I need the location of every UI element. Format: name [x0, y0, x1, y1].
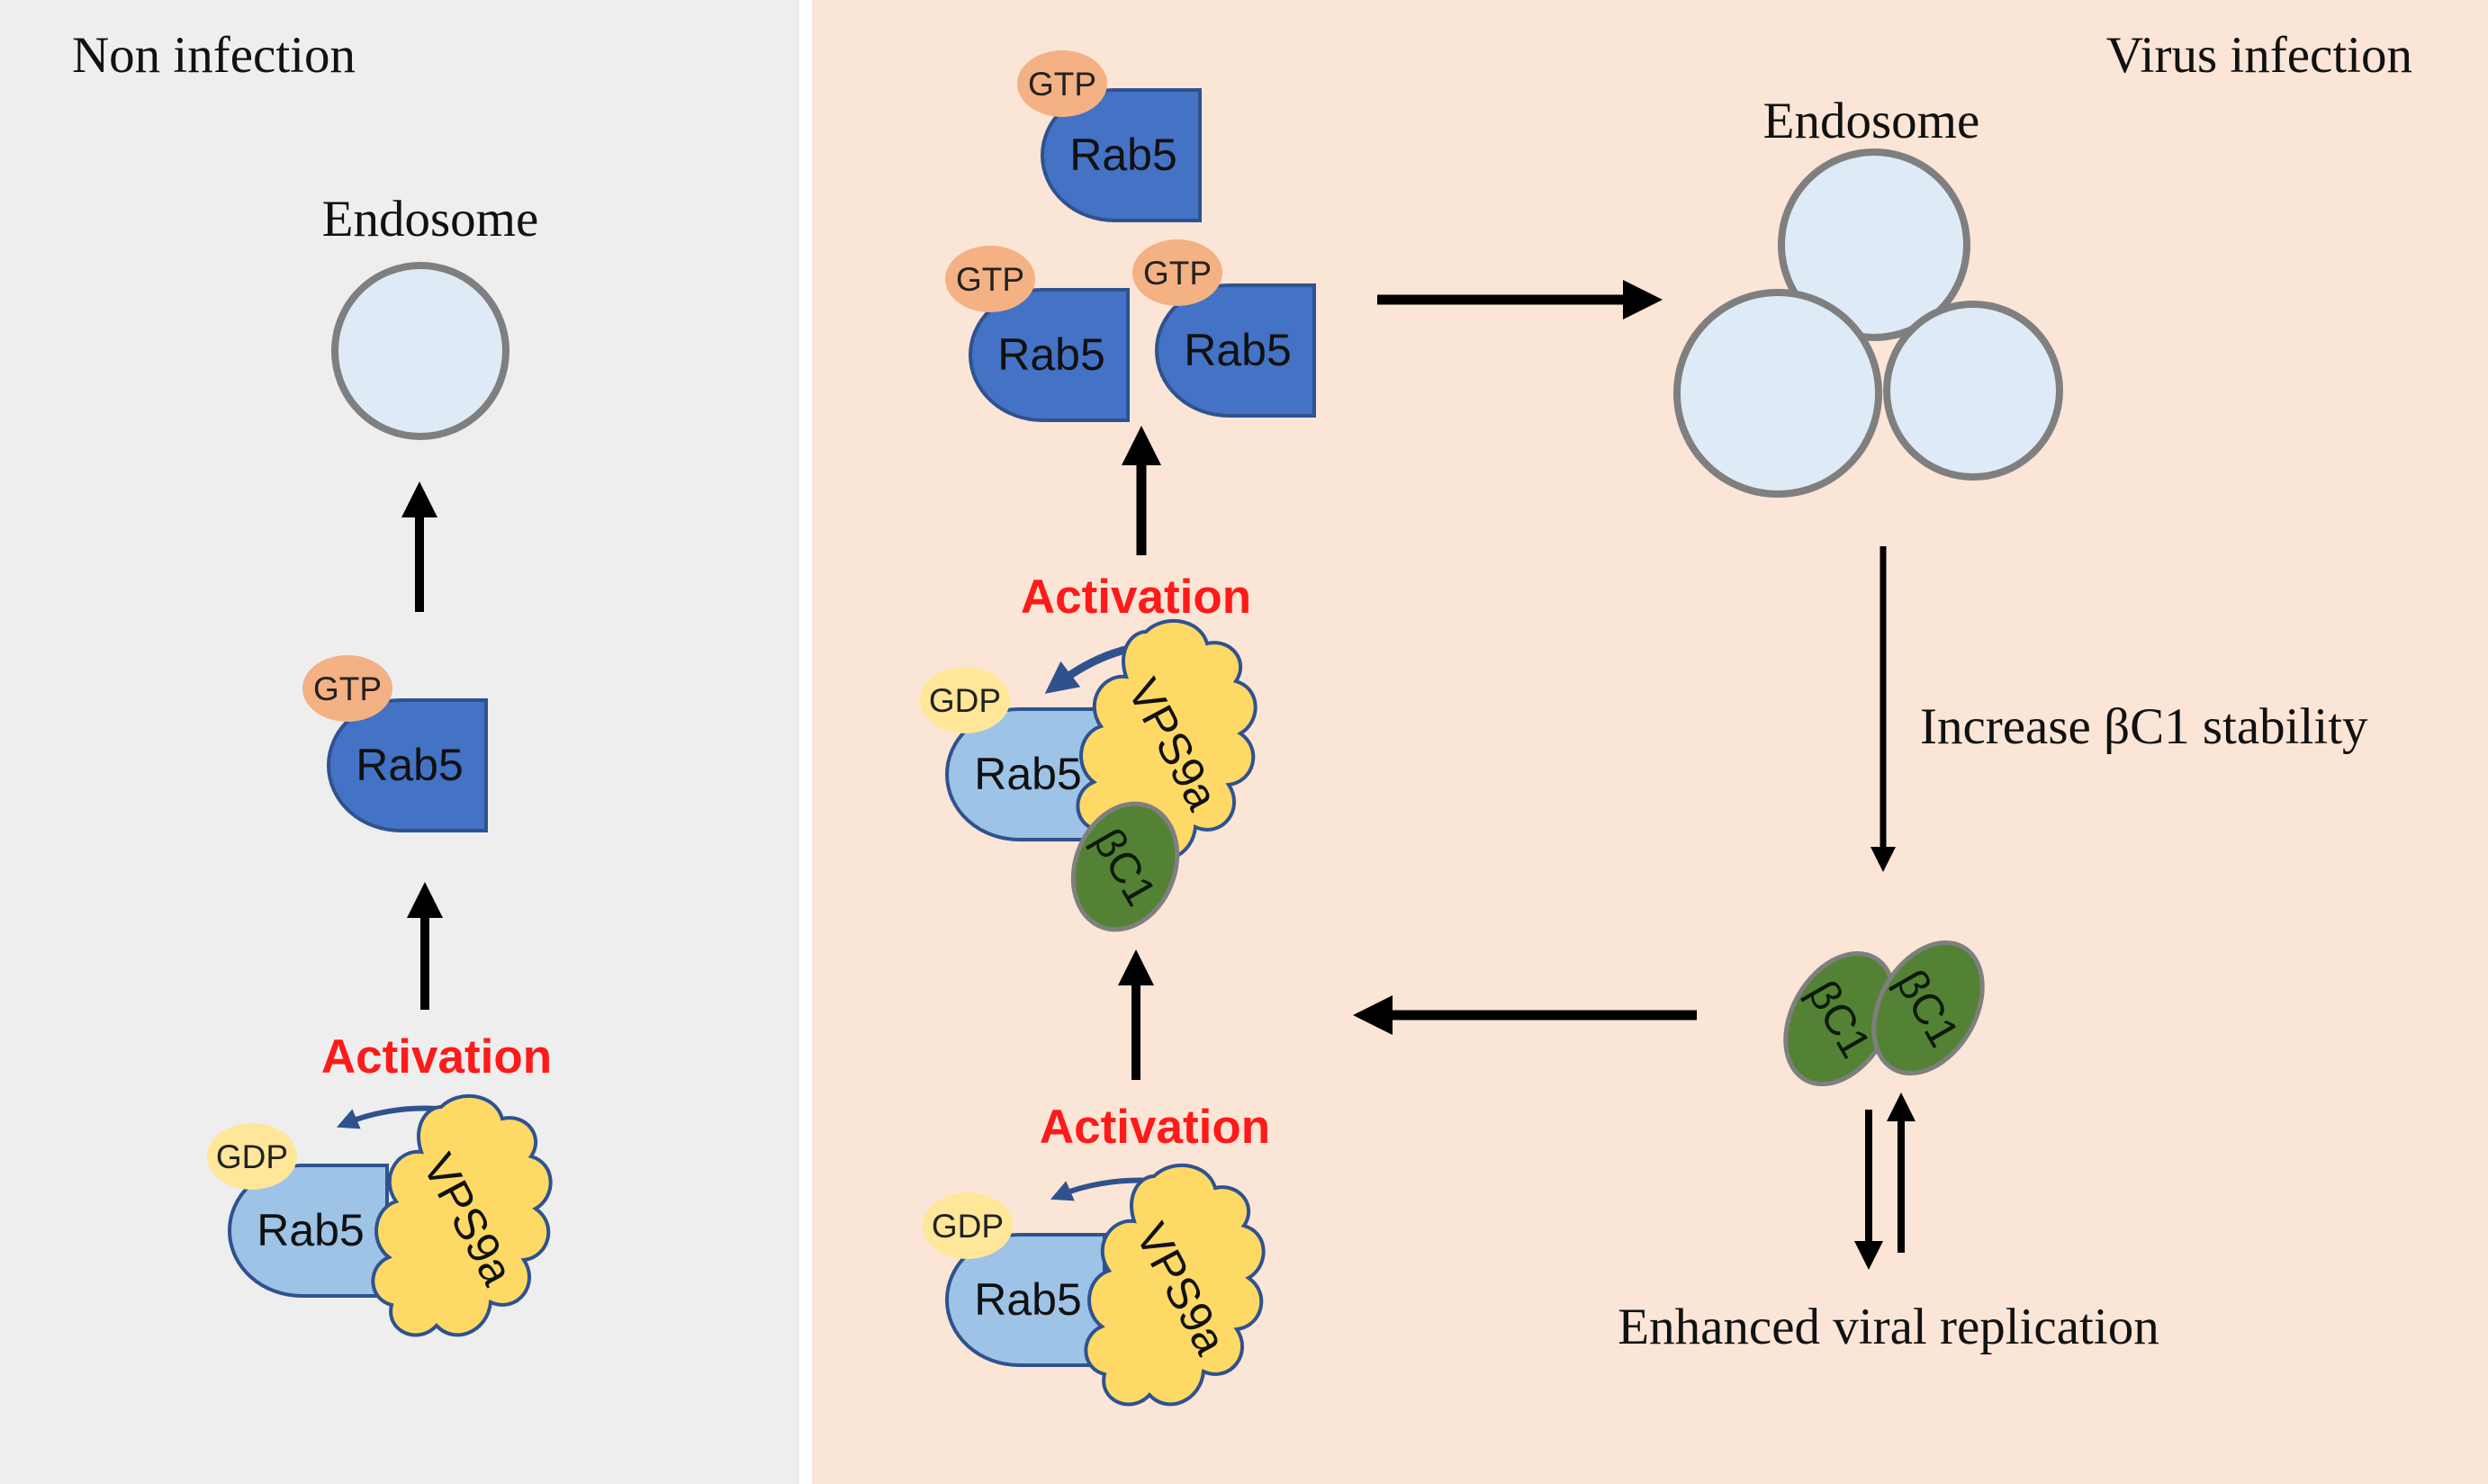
right-rab5-active-left: Rab5	[969, 288, 1130, 422]
svg-text:Rab5: Rab5	[1069, 130, 1177, 180]
svg-text:GDP: GDP	[929, 682, 1001, 719]
right-panel-title: Virus infection	[2106, 27, 2412, 84]
right-endosome-bottom-left	[1673, 289, 1882, 498]
svg-text:Rab5: Rab5	[997, 329, 1105, 380]
right-gtp-badge-right: GTP	[1132, 239, 1222, 306]
svg-text:Rab5: Rab5	[974, 1274, 1082, 1325]
right-gtp-badge-top: GTP	[1017, 50, 1107, 117]
svg-text:Rab5: Rab5	[974, 749, 1082, 799]
svg-text:Rab5: Rab5	[257, 1205, 365, 1255]
right-vps9a-bottom: VPS9a	[1084, 1163, 1266, 1407]
left-endosome	[331, 262, 509, 440]
svg-text:Rab5: Rab5	[356, 740, 464, 790]
bc1-dimer-left: βC1	[1783, 950, 1897, 1087]
left-panel-title: Non infection	[72, 27, 356, 84]
left-rab5-inactive: Rab5	[228, 1164, 389, 1298]
svg-text:GDP: GDP	[216, 1138, 288, 1175]
left-vps9a: VPS9a	[371, 1093, 553, 1337]
svg-text:GTP: GTP	[313, 670, 382, 707]
svg-text:GTP: GTP	[956, 261, 1024, 298]
left-activation-label: Activation	[321, 1030, 552, 1084]
right-bc1-middle: βC1	[1070, 801, 1180, 932]
right-endosome-label: Endosome	[1763, 93, 1980, 149]
right-endosome-top	[1778, 148, 1970, 341]
left-rab5-active: Rab5	[327, 698, 488, 832]
svg-text:Rab5: Rab5	[1184, 325, 1292, 375]
svg-text:GDP: GDP	[932, 1208, 1004, 1245]
right-rab5-inactive-bottom: Rab5	[945, 1233, 1106, 1367]
svg-text:GTP: GTP	[1143, 255, 1212, 292]
left-endosome-label: Endosome	[322, 191, 539, 247]
right-endosome-bottom-right	[1883, 301, 2063, 481]
right-gtp-badge-left: GTP	[945, 246, 1035, 312]
right-activation-label-middle: Activation	[1021, 571, 1251, 624]
right-vps9a-middle: VPS9a	[1076, 618, 1258, 862]
svg-text:GTP: GTP	[1028, 66, 1096, 103]
right-gdp-badge-middle: GDP	[920, 667, 1010, 733]
right-rab5-inactive-middle: Rab5	[945, 707, 1106, 841]
right-gdp-badge-bottom: GDP	[923, 1192, 1013, 1259]
increase-stability-label: Increase βC1 stability	[1920, 698, 2368, 755]
bc1-dimer-right: βC1	[1871, 940, 1985, 1076]
left-gtp-badge: GTP	[302, 655, 392, 722]
enhanced-replication-label: Enhanced viral replication	[1618, 1299, 2159, 1355]
right-activation-label-bottom: Activation	[1040, 1101, 1270, 1154]
right-rab5-active-right: Rab5	[1155, 283, 1316, 418]
left-gdp-badge: GDP	[207, 1123, 297, 1190]
right-rab5-active-top: Rab5	[1041, 88, 1202, 222]
